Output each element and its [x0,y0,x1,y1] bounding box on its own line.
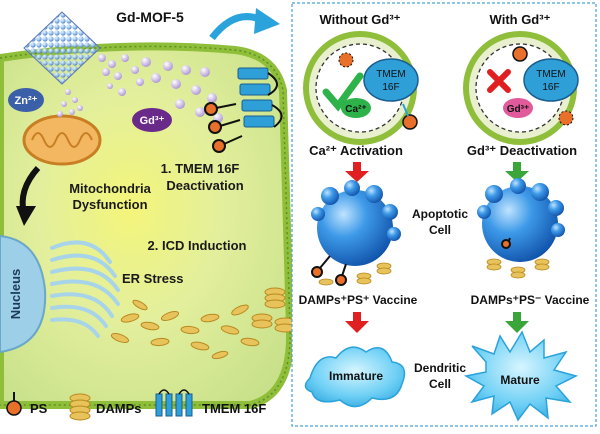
flip-arrow-left [402,103,409,117]
cell-illustration: Nucleus ER Stress Mitochondria Dysfuncti… [0,9,296,409]
check-icon [322,72,364,112]
gd-label: Gd³⁺ [507,104,530,115]
mito-arrow-head [16,206,36,226]
legend-damps-label: DAMPs [96,401,142,416]
to-panel-arrow [209,13,264,41]
ps-inside-right [512,46,528,62]
mitochondrion [22,114,102,166]
tmem-label-left-1: TMEM [376,69,405,80]
arrow-green-1 [505,162,529,182]
mechanism-with-gd: TMEM 16F Gd³⁺ [463,31,579,145]
dendritic-label-2: Cell [429,377,451,391]
legend: PS DAMPs TMEM 16F [6,389,266,421]
tmem-label-left-2: 16F [382,82,399,93]
ca-label: Ca²⁺ [345,104,366,115]
header-without-gd: Without Gd³⁺ [319,12,400,27]
legend-tmem-icon [155,389,193,417]
gd-mof-title: Gd-MOF-5 [116,9,184,25]
step2-label: 2. ICD Induction [148,238,247,253]
vaccine-right-label: DAMPs⁺PS⁻ Vaccine [471,293,590,307]
ps-inside-left [338,52,354,68]
step1-label-2: Deactivation [166,178,243,193]
released-particles [57,54,223,123]
header-with-gd: With Gd³⁺ [490,12,551,27]
tmem-label-right-1: TMEM [536,69,565,80]
membrane-tmem16f [237,67,283,128]
ps-markers-cell [204,102,243,153]
dendritic-cell-immature [304,346,406,408]
dendritic-label-1: Dendritic [414,361,466,375]
ps-outside-left [402,114,418,130]
dc-immature-label: Immature [329,369,383,383]
cross-icon [487,69,511,93]
vaccine-left-label: DAMPs⁺PS⁺ Vaccine [299,293,418,307]
apoptotic-label-2: Cell [429,223,451,237]
arrow-red-1 [345,162,369,182]
tmem-label-right-2: 16F [542,82,559,93]
apoptotic-label-1: Apoptotic [412,207,468,221]
caption-gd-deactivation: Gd³⁺ Deactivation [467,143,577,158]
apoptotic-cell-right [477,178,565,279]
legend-ps-label: PS [30,401,48,416]
dc-mature-label: Mature [500,373,540,387]
er-stress-label: ER Stress [122,271,183,286]
dendritic-cell-mature [463,330,579,422]
membrane-lipids [0,45,291,406]
zn-ion [8,88,44,112]
gd-ion [132,108,172,132]
caption-ca-activation: Ca²⁺ Activation [309,143,403,158]
damps-cytoplasm [110,299,260,360]
mito-label-2: Dysfunction [72,197,147,212]
legend-damps-icon [69,393,91,421]
gd-ion-label: Gd³⁺ [140,115,165,127]
to-panel-arrow-head [254,8,280,34]
step1-label-1: 1. TMEM 16F [161,161,240,176]
arrow-red-2 [345,312,369,333]
legend-tmem-label: TMEM 16F [202,401,266,416]
zn-ion-label: Zn²⁺ [15,95,38,107]
legend-ps-icon [6,400,22,416]
mechanism-without-gd: TMEM 16F Ca²⁺ [303,31,419,145]
endoplasmic-reticulum [50,240,120,338]
ps-outside-right [558,110,574,126]
nucleus-label: Nucleus [8,269,23,320]
apoptotic-cell-left [311,180,401,286]
mito-label-1: Mitochondria [69,181,151,196]
nucleus [0,234,47,354]
gd-mof-5-crystal [23,11,101,85]
arrow-green-2 [505,312,529,333]
